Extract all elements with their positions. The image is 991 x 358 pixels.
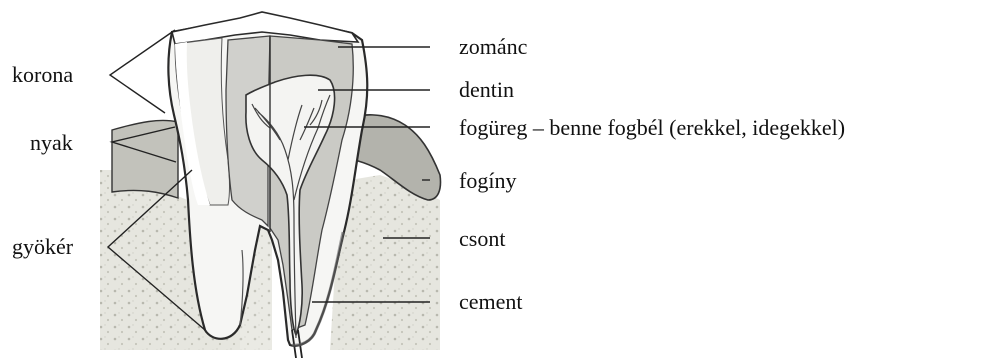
label-cement: cement: [459, 289, 523, 314]
label-korona: korona: [12, 62, 73, 87]
label-csont: csont: [459, 226, 505, 251]
leader-korona: [110, 30, 175, 113]
label-foginy: fogíny: [459, 168, 516, 193]
label-zomanc: zománc: [459, 34, 528, 59]
label-nyak: nyak: [30, 130, 73, 155]
label-gyoker: gyökér: [12, 234, 74, 259]
label-dentin: dentin: [459, 77, 514, 102]
label-fogureg: fogüreg – benne fogbél (erekkel, idegekk…: [459, 115, 845, 140]
